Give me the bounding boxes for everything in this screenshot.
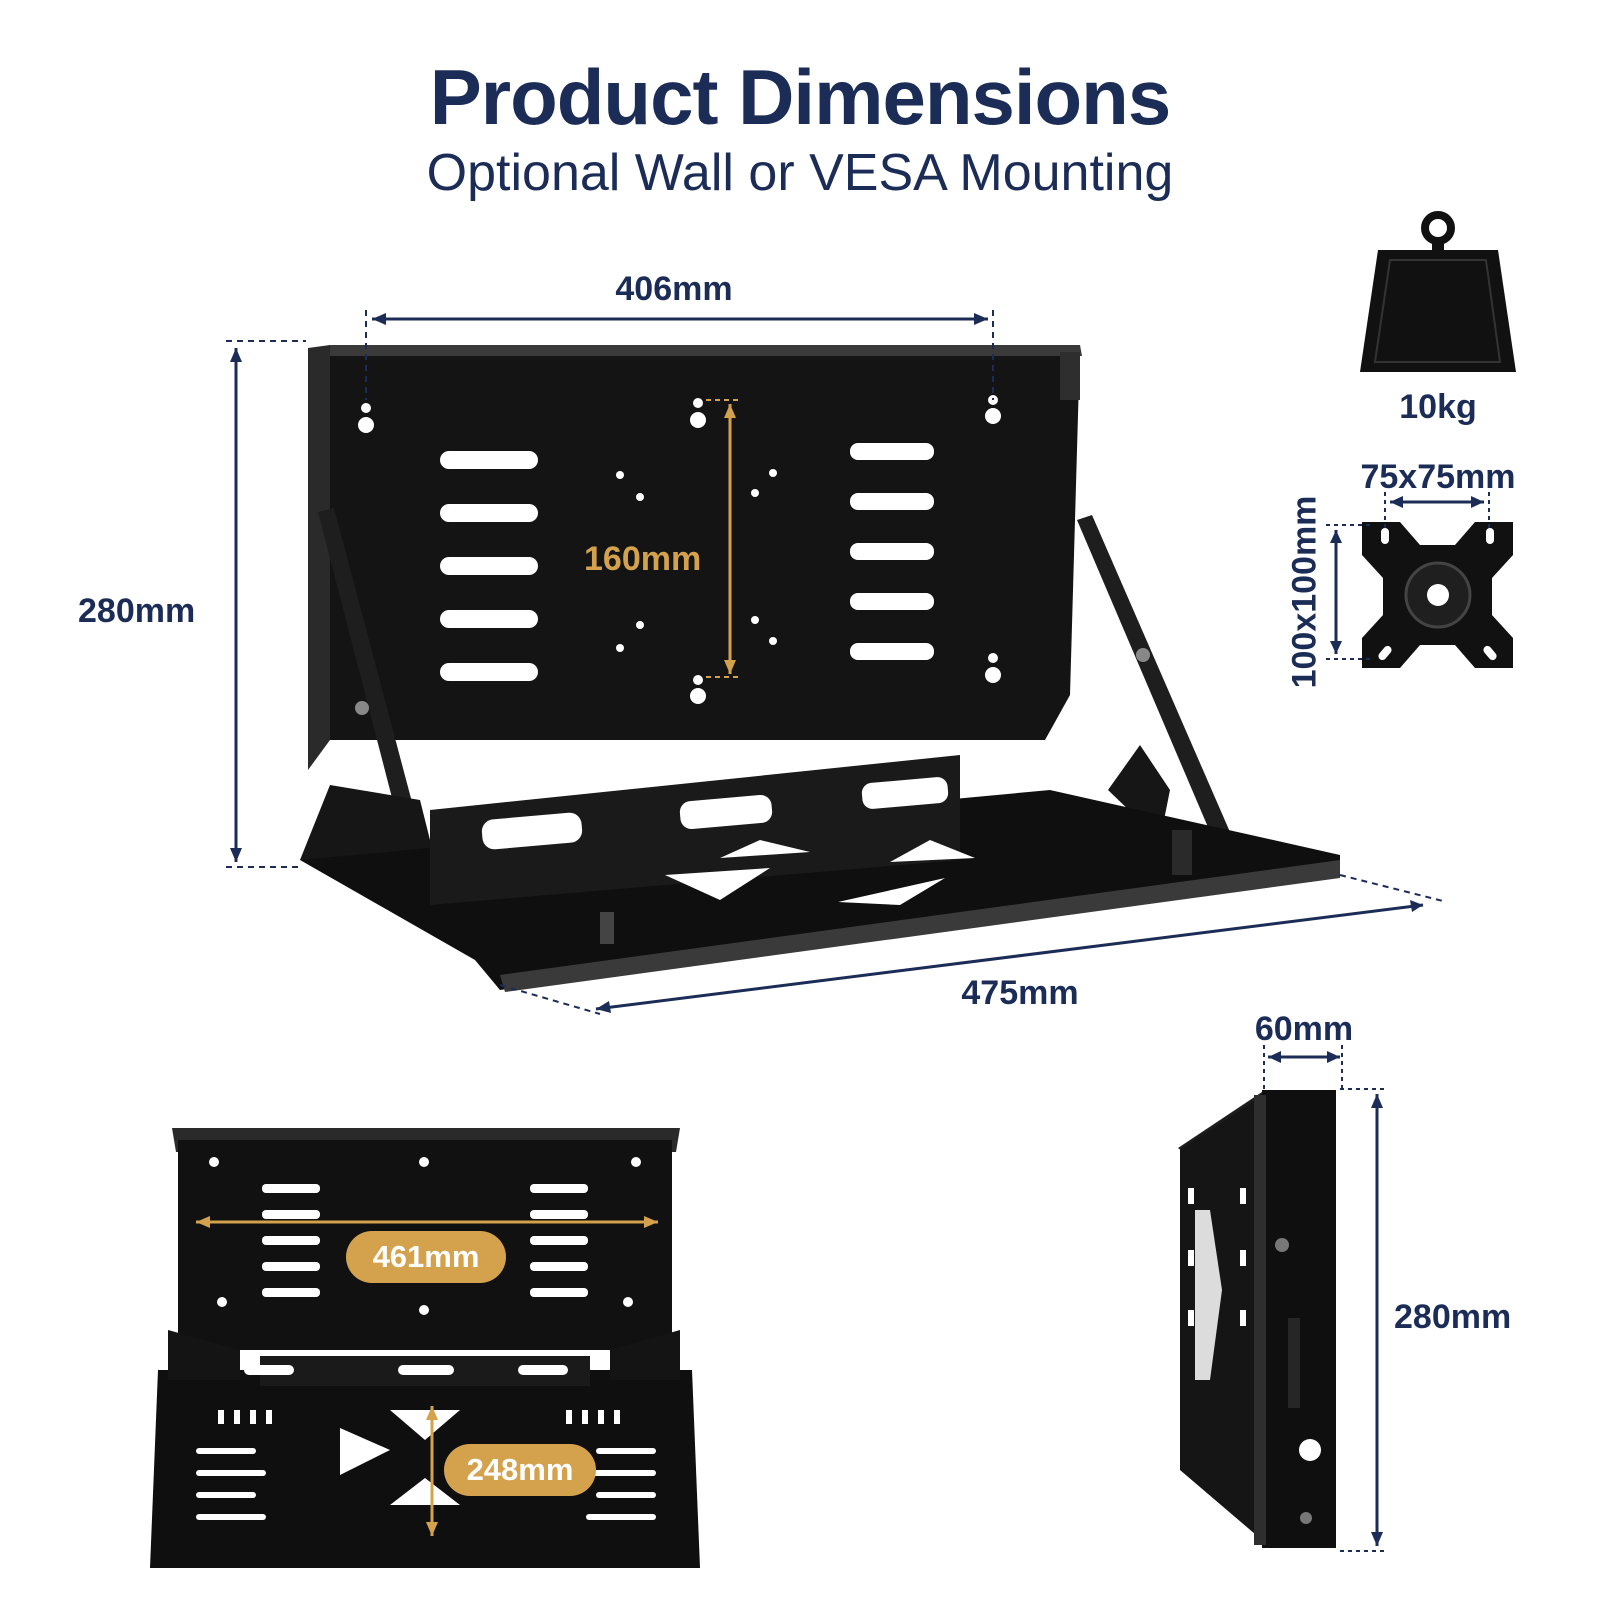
weight-icon <box>1360 211 1516 372</box>
width-label: 406mm <box>615 270 733 308</box>
inner-width-pill: 461mm <box>346 1231 506 1283</box>
inner-height-pill: 248mm <box>444 1444 596 1496</box>
main-tray <box>300 755 1340 992</box>
thickness-label: 60mm <box>1254 1010 1354 1048</box>
dim-lines-folded-side <box>1263 1045 1386 1552</box>
vesa-plate-icon <box>1362 522 1513 668</box>
vesa-horizontal-label: 75x75mm <box>1360 458 1516 496</box>
side-height-label: 280mm <box>1394 1298 1512 1336</box>
page-subtitle: Optional Wall or VESA Mounting <box>426 144 1174 202</box>
weight-label: 10kg <box>1399 388 1477 426</box>
folded-front-bracket <box>150 1128 700 1568</box>
main-back-panel <box>308 345 1082 770</box>
vesa-vertical-label: 100x100mm <box>1285 495 1324 689</box>
dim-lines-folded-front <box>196 1216 658 1536</box>
vesa-spacing-label: 160mm <box>584 540 702 578</box>
folded-side-bracket <box>1178 1090 1336 1548</box>
page-title: Product Dimensions <box>429 53 1171 141</box>
dim-line-vesa-160 <box>706 399 740 678</box>
dim-lines-main <box>226 310 1444 1015</box>
depth-label: 475mm <box>961 974 1079 1012</box>
dim-lines-vesa-plate <box>1326 492 1490 660</box>
height-label: 280mm <box>78 592 196 630</box>
